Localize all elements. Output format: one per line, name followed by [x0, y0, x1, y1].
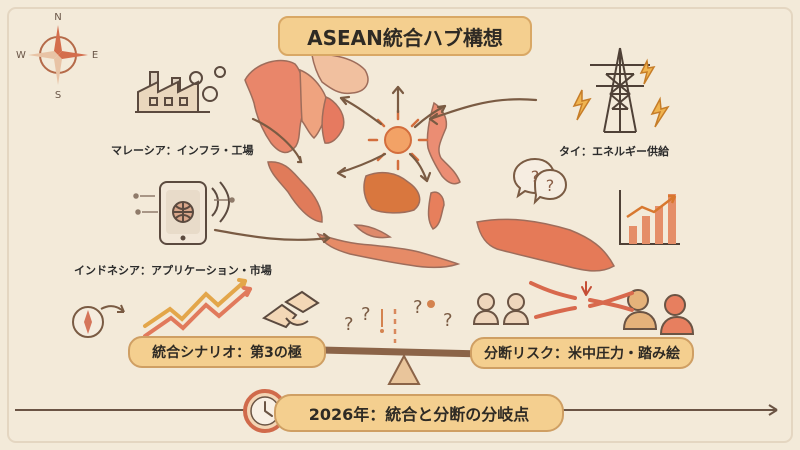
asean-map [244, 53, 616, 272]
handshake-icon [261, 290, 320, 329]
compass-icon: N E S W [16, 12, 98, 101]
growth-chart-icon [619, 190, 680, 245]
arrow-southwest [336, 152, 387, 175]
arrow-northwest [339, 96, 383, 126]
sun-icon [367, 109, 429, 171]
question-bubble-icon: ? ? [512, 157, 568, 205]
malaysia-label: マレーシア：インフラ・工場 [111, 144, 254, 157]
svg-text:?: ? [413, 297, 423, 318]
compass-west-label: W [16, 50, 26, 61]
timeline-pill: 2026年：統合と分断の分岐点 [274, 394, 564, 432]
arrow-indonesia-hub-head [322, 232, 331, 244]
svg-text:?: ? [361, 304, 371, 325]
compass-east-label: E [92, 50, 98, 61]
wifi-icon [211, 181, 230, 223]
exclamation-icon [381, 309, 383, 327]
arrow-thailand-hub [428, 98, 538, 121]
svg-text:?: ? [344, 314, 354, 335]
compass-south-label: S [55, 90, 61, 101]
svg-text:?: ? [546, 176, 555, 195]
arrow-southeast [408, 152, 429, 183]
arrow-southwest-head [336, 166, 347, 179]
svg-text:?: ? [531, 167, 540, 186]
thailand-label: タイ：エネルギー供給 [559, 145, 669, 158]
arrow-indonesia-hub [213, 228, 331, 241]
gear-icon [189, 66, 226, 102]
dot-icon [427, 300, 435, 308]
lightning-icon [572, 58, 670, 128]
exclamation-dot-icon [380, 329, 384, 333]
circuit-icon [133, 193, 235, 215]
compass-icon [72, 304, 125, 338]
globe-icon [172, 201, 194, 223]
question-mark-icon: ? ? ? ? [344, 297, 453, 335]
page-title: ASEAN統合ハブ構想 [278, 16, 532, 56]
arrow-northeast-head [436, 104, 447, 114]
broken-link-icon [529, 281, 634, 319]
division-risk-pill: 分断リスク：米中圧力・踏み絵 [470, 337, 694, 369]
compass-north-label: N [54, 12, 61, 23]
indonesia-label: インドネシア：アプリケーション・市場 [74, 264, 272, 277]
svg-text:?: ? [443, 310, 453, 331]
arrow-northwest-head [339, 95, 351, 106]
upward-arrows-icon [143, 278, 252, 338]
factory-icon [135, 71, 210, 113]
transmission-tower-icon [590, 47, 650, 133]
integration-scenario-pill: 統合シナリオ：第3の極 [128, 336, 326, 368]
arrow-up-north-head [391, 85, 405, 95]
arrow-malaysia-hub-head [296, 155, 303, 164]
people-icon [472, 289, 695, 335]
arrow-southeast-head [419, 171, 432, 183]
arrow-thailand-hub-head [428, 112, 439, 126]
